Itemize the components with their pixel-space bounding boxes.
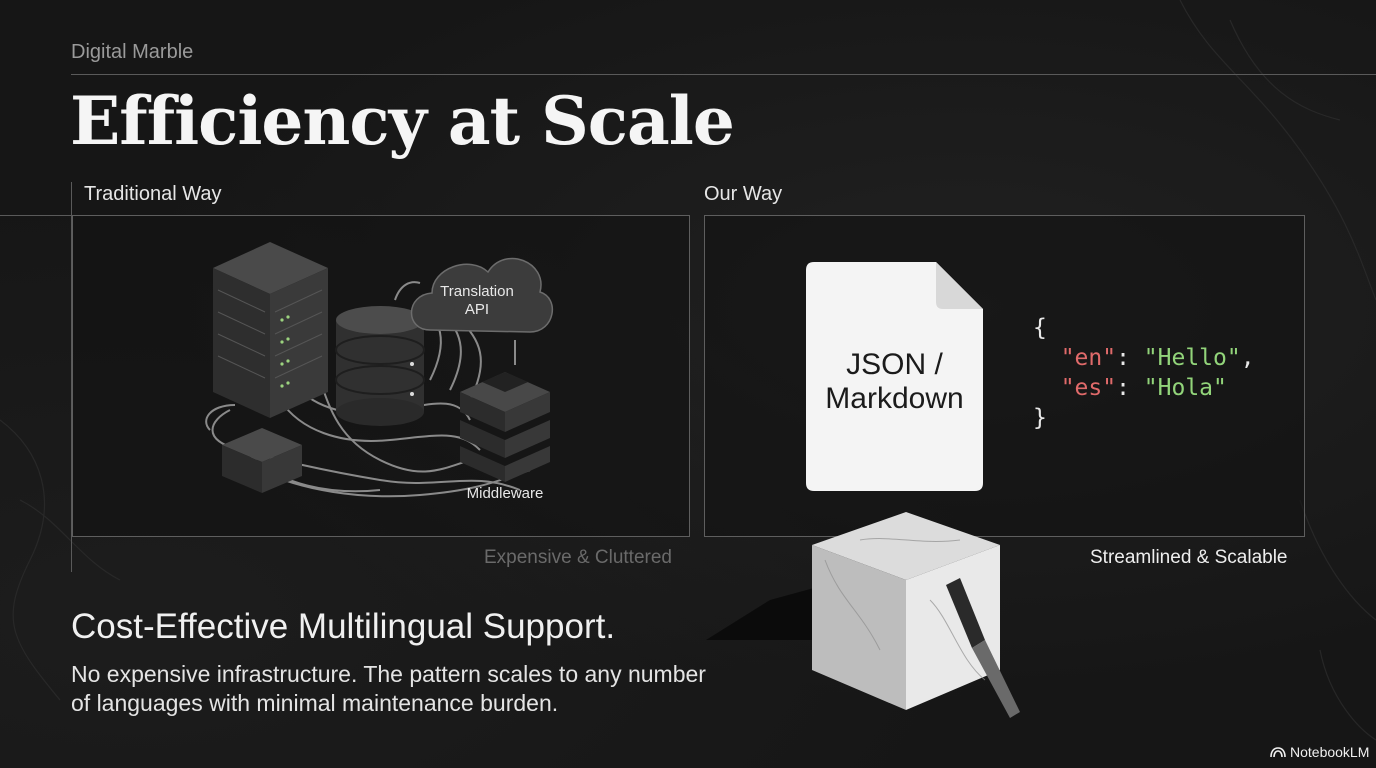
json-snippet: { "en": "Hello", "es": "Hola"} [1033, 313, 1255, 433]
document-label-line-2: Markdown [825, 382, 964, 415]
json-key-en: "en" [1060, 345, 1117, 371]
eyebrow-label: Digital Marble [71, 41, 194, 63]
json-close-brace: } [1033, 405, 1047, 431]
left-vertical-rule [71, 182, 72, 572]
small-server-icon [222, 428, 302, 493]
server-rack-icon [213, 242, 328, 418]
json-key-es: "es" [1060, 375, 1117, 401]
json-line-en: "en": "Hello", [1060, 345, 1255, 371]
json-value-en: "Hello" [1143, 345, 1241, 371]
document-label: JSON / Markdown [806, 348, 983, 416]
summary-heading: Cost-Effective Multilingual Support. [71, 607, 616, 646]
page-title: Efficiency at Scale [70, 82, 735, 160]
cloud-label-line-2: API [464, 301, 490, 318]
cube-right-face [906, 545, 1000, 710]
cloud-icon [410, 257, 554, 333]
json-line-es: "es": "Hola" [1060, 375, 1227, 401]
our-way-caption: Streamlined & Scalable [1090, 547, 1288, 568]
json-value-es: "Hola" [1143, 375, 1227, 401]
document-icon [806, 262, 983, 491]
brand-name: NotebookLM [1290, 744, 1370, 760]
cloud-label-line-1: Translation [440, 283, 514, 300]
cloud-label: Translation API [428, 283, 526, 319]
summary-body: No expensive infrastructure. The pattern… [71, 661, 706, 716]
our-way-panel [704, 215, 1305, 537]
chisel-icon [946, 578, 1020, 718]
middleware-stack-icon [460, 372, 550, 482]
database-icon [335, 306, 425, 426]
cube-veins [824, 538, 986, 681]
middleware-label: Middleware [466, 485, 544, 502]
traditional-caption: Expensive & Cluttered [484, 547, 672, 568]
header-divider [71, 74, 1376, 75]
brand-mark: NotebookLM [1270, 744, 1369, 760]
cube-left-face [812, 545, 906, 710]
cube-top [812, 512, 1000, 580]
document-label-line-1: JSON / [846, 348, 943, 381]
notebooklm-logo-icon [1270, 747, 1286, 758]
json-open-brace: { [1033, 315, 1047, 341]
our-way-label: Our Way [704, 183, 783, 205]
traditional-label: Traditional Way [84, 183, 222, 205]
left-horizontal-rule [0, 215, 72, 216]
